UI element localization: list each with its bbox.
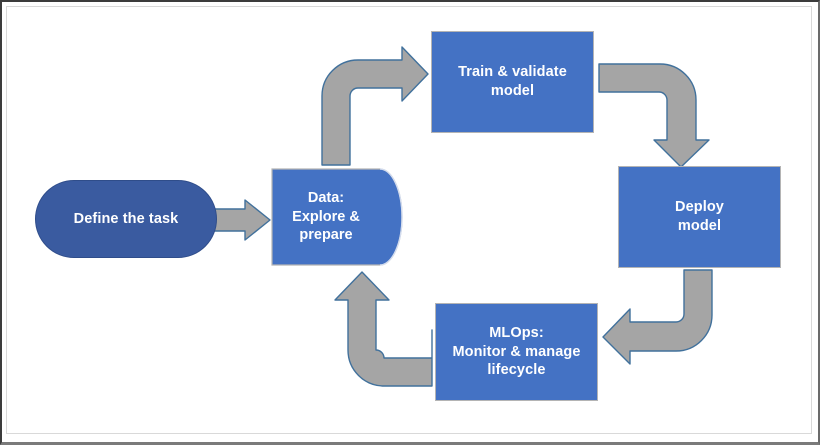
node-data[interactable]: Data: Explore & prepare — [268, 166, 410, 268]
node-deploy-model[interactable]: Deploy model — [618, 166, 781, 268]
cylinder-shape — [271, 168, 403, 266]
node-train-validate-model[interactable]: Train & validate model — [431, 31, 594, 133]
arrow-data-to-train[interactable] — [321, 46, 429, 166]
node-define-the-task-label: Define the task — [73, 210, 179, 227]
arrow-mlops-to-data[interactable] — [334, 271, 433, 387]
node-train-validate-model-label: Train & validate model — [452, 63, 573, 100]
node-train-line2: model — [490, 83, 535, 99]
node-mlops-line1: MLOps: — [489, 325, 544, 342]
node-mlops-line2: Monitor & manage — [452, 343, 581, 360]
arrow-deploy-to-mlops[interactable] — [602, 269, 713, 365]
node-mlops-line3: lifecycle — [487, 362, 546, 379]
node-deploy-line1: Deploy — [675, 199, 724, 216]
arrow-train-to-deploy[interactable] — [598, 63, 710, 168]
node-deploy-model-label: Deploy model — [669, 198, 730, 235]
node-mlops[interactable]: MLOps: Monitor & manage lifecycle — [435, 303, 598, 401]
node-mlops-label: MLOps: Monitor & manage lifecycle — [446, 324, 586, 380]
node-deploy-line2: model — [677, 218, 722, 234]
node-train-line1: Train & validate — [458, 64, 567, 81]
node-define-the-task[interactable]: Define the task — [35, 180, 217, 258]
